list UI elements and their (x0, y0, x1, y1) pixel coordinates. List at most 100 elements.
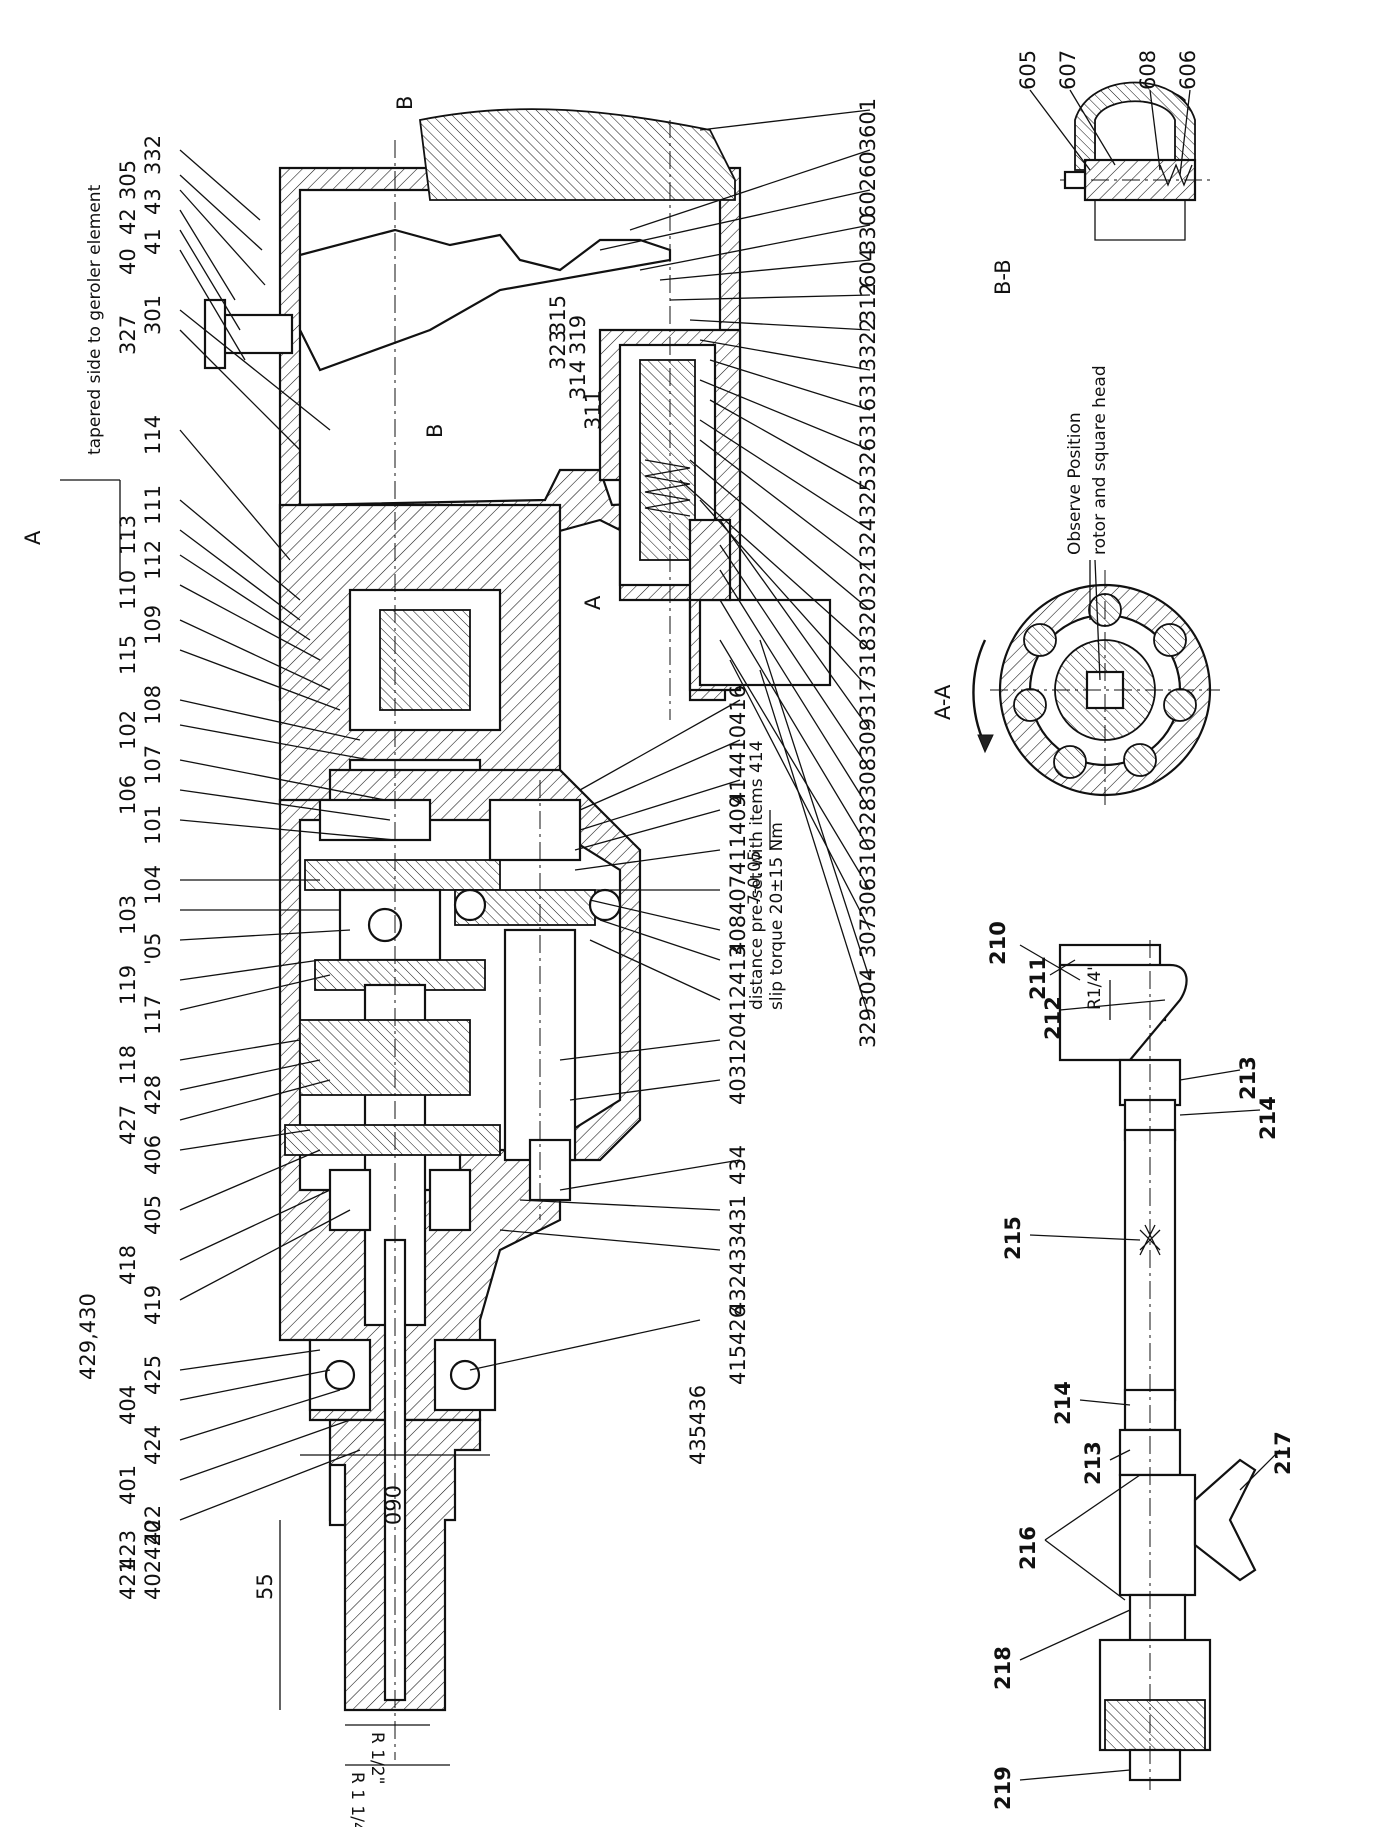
callout-label: 101 (141, 805, 165, 845)
callout-label: 320 (856, 598, 880, 638)
callout-label: 332 (141, 135, 165, 175)
callout-label: 304 (856, 968, 880, 1008)
motor-shaft (318, 798, 432, 842)
callout-label: 402 (141, 1560, 165, 1600)
callout-label: 211 (1026, 956, 1050, 1000)
callout-label: 431 (726, 1195, 750, 1235)
callout-label: 214 (1256, 1096, 1280, 1140)
callout-label: 111 (141, 485, 165, 525)
callout-label: 427 (116, 1105, 140, 1145)
valve-spring (644, 459, 691, 517)
callout-label: 326 (856, 438, 880, 478)
callout-label: 106 (116, 775, 140, 815)
dim-gap-label: 7-0,05 (745, 850, 765, 905)
callout-label: 601 (856, 98, 880, 138)
callout-label: 436 (686, 1385, 710, 1425)
callout-label: 318 (856, 638, 880, 678)
callout-label: 213 (1236, 1056, 1260, 1100)
section-aa: A-A Observe Position rotor and square he… (931, 365, 1220, 810)
callout-label: 308 (856, 758, 880, 798)
callout-label: 119 (116, 965, 140, 1005)
callout-label: 435 (686, 1425, 710, 1465)
callout-label: 213 (1081, 1441, 1105, 1485)
ball-117 (367, 907, 403, 943)
section-a-label: A (21, 530, 45, 545)
callout-label: 120 (726, 1025, 750, 1065)
coupling-218 (1128, 1593, 1187, 1647)
callout-label: 216 (1016, 1526, 1040, 1570)
section-aa-title: A-A (931, 684, 955, 720)
callouts-gear: 4164104144094114074084134121204034344314… (686, 685, 750, 1465)
callout-label: 605 (1016, 50, 1040, 90)
section-b-label: B (393, 96, 417, 110)
callout-label: 103 (116, 895, 140, 935)
hose-thread-label: R1/4" (1085, 963, 1105, 1010)
callout-label: 40 (116, 248, 140, 275)
callout-label: 319 (566, 315, 590, 355)
ball-422 (324, 1359, 356, 1391)
callout-label: 432 (726, 1275, 750, 1315)
main-notes: tapered side to geroler element A A B B … (21, 96, 787, 1827)
callout-label: 114 (141, 415, 165, 455)
bearing-422 (308, 1338, 372, 1412)
callout-label: 414 (726, 765, 750, 805)
dim-060-label: 060 (380, 1485, 404, 1525)
callout-label: 314 (566, 360, 590, 400)
callout-label: 322 (856, 318, 880, 358)
bearing-436 (428, 1168, 472, 1232)
note-slip-1: distance pre-set with items 414 (747, 741, 767, 1010)
callout-label: 425 (141, 1355, 165, 1395)
elbow-212 (1058, 963, 1188, 1062)
callout-label: 420 (141, 1520, 165, 1560)
note-slip-2: slip torque 20±15 Nm (767, 822, 787, 1010)
bb-housing (1074, 81, 1196, 171)
callout-label: 422 (141, 1505, 165, 1545)
callouts-grip: 6016036023306043123223133163263253243213… (856, 98, 880, 1048)
callout-label: 428 (141, 1075, 165, 1115)
bb-pin (1063, 170, 1087, 190)
callout-label: 401 (116, 1465, 140, 1505)
inlet-bushing (688, 518, 732, 602)
callout-label: 406 (141, 1135, 165, 1175)
callout-label: 317 (856, 678, 880, 718)
callout-label: 408 (726, 915, 750, 955)
callout-label: 407 (726, 875, 750, 915)
callout-label: 418 (116, 1245, 140, 1285)
callout-label: 214 (1051, 1381, 1075, 1425)
callout-label: 416 (726, 685, 750, 725)
callout-label: 413 (726, 945, 750, 985)
callout-label: 309 (856, 718, 880, 758)
wing-217 (1193, 1458, 1257, 1582)
dim-55-label: 55 (253, 1573, 277, 1600)
callout-label: 41 (141, 228, 165, 255)
callout-label: 423 (116, 1530, 140, 1570)
aa-note-2: rotor and square head (1090, 365, 1110, 555)
callout-label: 411 (726, 835, 750, 875)
callout-label: 412 (726, 985, 750, 1025)
callout-label: 311 (581, 390, 605, 430)
callout-label: 316 (856, 398, 880, 438)
bearing-424 (328, 1168, 372, 1232)
callout-label: 112 (141, 540, 165, 580)
callout-label: 329 (856, 1008, 880, 1048)
callout-label: 115 (116, 635, 140, 675)
handle-screw (220, 313, 294, 355)
callout-label: 421 (116, 1560, 140, 1600)
aa-rotation-arrow (972, 639, 987, 746)
trigger-lever (298, 228, 672, 372)
callout-label: 219 (991, 1766, 1015, 1810)
callout-label: 315 (546, 295, 570, 335)
callout-label: 607 (1056, 50, 1080, 90)
callout-label: 215 (1001, 1216, 1025, 1260)
callout-label: 307 (856, 918, 880, 958)
callout-label: 328 (856, 798, 880, 838)
callout-label: 212 (1041, 996, 1065, 1040)
callout-label: 434 (726, 1145, 750, 1185)
callouts-top: 3323054342414030132711411111311211010911… (116, 135, 165, 1600)
callout-leaders (179, 109, 871, 1521)
dim-r-half-label: R 1/2" (367, 1732, 387, 1784)
callout-label: 313 (856, 358, 880, 398)
ball-412-right (588, 888, 622, 922)
